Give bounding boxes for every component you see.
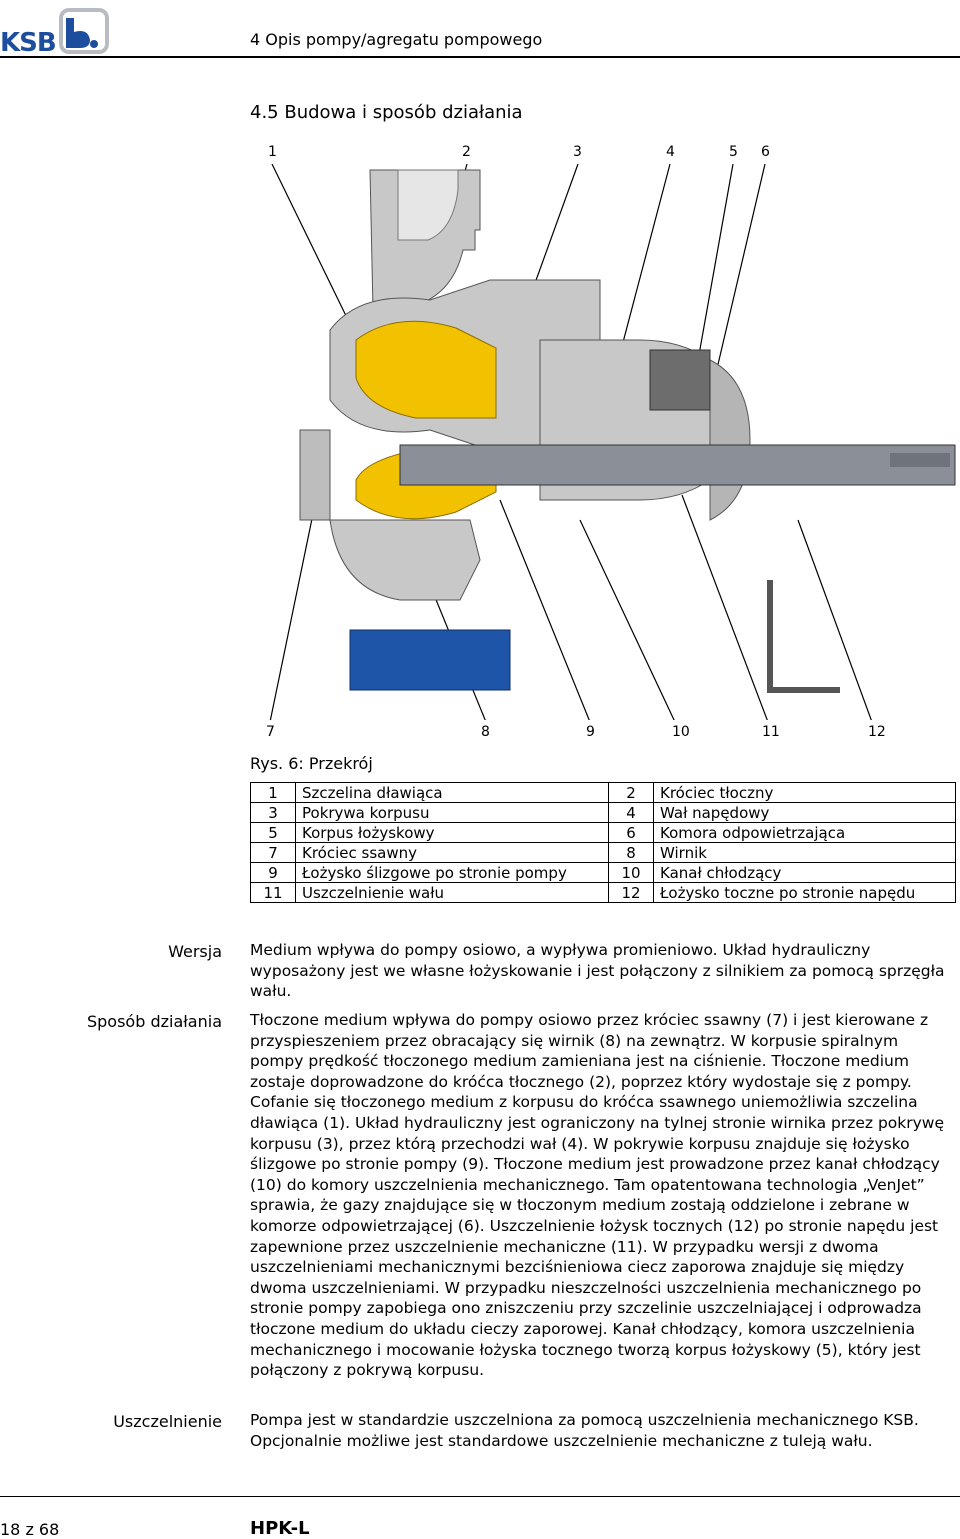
legend-number: 9 xyxy=(250,862,296,883)
callout-8: 8 xyxy=(481,724,490,740)
legend-number: 3 xyxy=(250,802,296,823)
legend-label: Wirnik xyxy=(653,842,956,863)
legend-row: 7 Króciec ssawny 8 Wirnik xyxy=(250,842,956,863)
callout-3: 3 xyxy=(573,144,582,160)
legend-number: 4 xyxy=(608,802,654,823)
page-number: 18 z 68 xyxy=(0,1520,60,1539)
callout-4: 4 xyxy=(666,144,675,160)
side-label-sealing: Uszczelnienie xyxy=(113,1412,222,1431)
product-name: HPK-L xyxy=(250,1518,310,1539)
legend-number: 10 xyxy=(608,862,654,883)
section-title: 4.5 Budowa i sposób działania xyxy=(250,102,523,123)
legend-table: 1 Szczelina dławiąca 2 Króciec tłoczny 3… xyxy=(250,782,956,903)
side-label-version: Wersja xyxy=(168,942,222,961)
legend-row: 5 Korpus łożyskowy 6 Komora odpowietrzaj… xyxy=(250,822,956,843)
legend-number: 8 xyxy=(608,842,654,863)
chapter-title: 4 Opis pompy/agregatu pompowego xyxy=(250,30,543,49)
legend-number: 5 xyxy=(250,822,296,843)
legend-label: Króciec ssawny xyxy=(295,842,609,863)
legend-label: Kanał chłodzący xyxy=(653,862,956,883)
legend-number: 12 xyxy=(608,882,654,903)
callout-11: 11 xyxy=(762,724,780,740)
callout-2: 2 xyxy=(462,144,471,160)
ksb-logo-icon xyxy=(59,8,109,54)
support-foot xyxy=(349,580,840,693)
legend-number: 11 xyxy=(250,882,296,903)
legend-label: Szczelina dławiąca xyxy=(295,782,609,803)
legend-number: 6 xyxy=(608,822,654,843)
header-divider xyxy=(0,56,960,58)
paragraph-sealing: Pompa jest w standardzie uszczelniona za… xyxy=(250,1411,919,1450)
legend-label: Łożysko ślizgowe po stronie pompy xyxy=(295,862,609,883)
legend-number: 7 xyxy=(250,842,296,863)
legend-label: Uszczelnienie wału xyxy=(295,882,609,903)
callout-12: 12 xyxy=(868,724,886,740)
legend-row: 1 Szczelina dławiąca 2 Króciec tłoczny xyxy=(250,782,956,803)
bearing-housing xyxy=(539,339,751,521)
callout-6: 6 xyxy=(761,144,770,160)
legend-row: 9 Łożysko ślizgowe po stronie pompy 10 K… xyxy=(250,862,956,883)
footer-divider xyxy=(0,1496,960,1497)
legend-label: Komora odpowietrzająca xyxy=(653,822,956,843)
paragraph-operation: Tłoczone medium wpływa do pompy osiowo p… xyxy=(250,1011,945,1380)
legend-label: Króciec tłoczny xyxy=(653,782,956,803)
callout-9: 9 xyxy=(586,724,595,740)
callout-7: 7 xyxy=(266,724,275,740)
ksb-logo: KSB xyxy=(0,4,112,58)
legend-label: Łożysko toczne po stronie napędu xyxy=(653,882,956,903)
drive-shaft xyxy=(399,444,956,486)
callout-10: 10 xyxy=(672,724,690,740)
legend-number: 1 xyxy=(250,782,296,803)
pump-cross-section-figure xyxy=(269,163,956,720)
legend-row: 11 Uszczelnienie wału 12 Łożysko toczne … xyxy=(250,882,956,903)
callout-1: 1 xyxy=(268,144,277,160)
legend-label: Pokrywa korpusu xyxy=(295,802,609,823)
legend-row: 3 Pokrywa korpusu 4 Wał napędowy xyxy=(250,802,956,823)
callout-5: 5 xyxy=(729,144,738,160)
legend-label: Korpus łożyskowy xyxy=(295,822,609,843)
side-label-operation: Sposób działania xyxy=(86,1012,222,1031)
legend-number: 2 xyxy=(608,782,654,803)
legend-label: Wał napędowy xyxy=(653,802,956,823)
logo-wordmark: KSB xyxy=(0,28,57,58)
paragraph-version: Medium wpływa do pompy osiowo, a wypływa… xyxy=(250,941,945,1001)
figure-caption: Rys. 6: Przekrój xyxy=(250,754,373,773)
